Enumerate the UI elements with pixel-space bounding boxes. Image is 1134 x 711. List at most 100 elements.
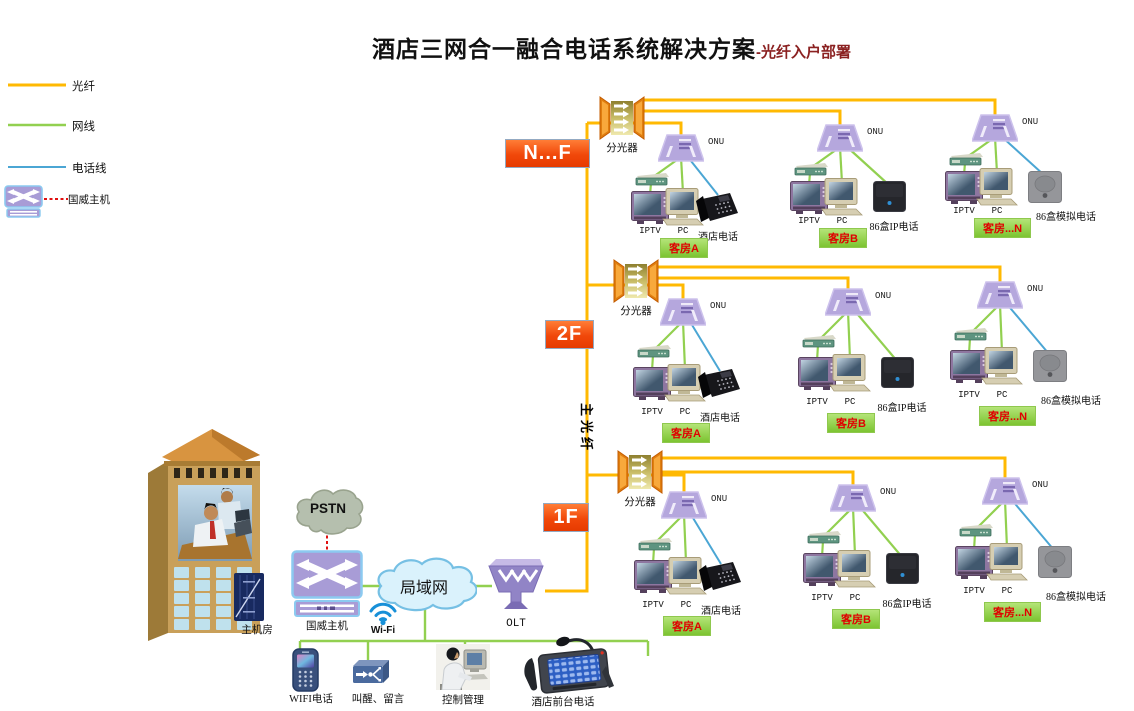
onu-icon [660, 298, 706, 326]
onu-label: ONU [708, 137, 725, 147]
onu-label: ONU [867, 127, 884, 137]
room-label: 客房B [827, 413, 875, 433]
title-subtitle: -光纤入户部署 [756, 44, 851, 61]
legend-fiber-line [8, 83, 66, 87]
legend-fiber-label: 光纤 [72, 81, 95, 93]
onu-icon [825, 288, 871, 316]
onu-icon [830, 484, 876, 512]
pc-label: PC [996, 390, 1008, 400]
pc-label: PC [679, 407, 691, 417]
iptv-icon [950, 350, 988, 383]
switch-icon [807, 531, 841, 544]
building-icon [148, 429, 264, 641]
pc-label: PC [991, 206, 1003, 216]
iptv-label: IPTV [639, 226, 661, 236]
phone-label: 酒店电话 [700, 413, 740, 424]
splitter-label: 分光器 [606, 143, 638, 154]
legend-host-icon [4, 185, 43, 218]
onu-icon [982, 477, 1028, 505]
phone-label: 86盒IP电话 [869, 222, 919, 233]
pc-icon [834, 550, 876, 588]
room-label: 客房...N [974, 218, 1032, 238]
pc-label: PC [836, 216, 848, 226]
front-desk-phone-icon [524, 636, 614, 694]
room-label: 客房B [832, 609, 880, 629]
onu-icon [977, 281, 1023, 309]
pc-icon [976, 168, 1018, 206]
pc-icon [829, 354, 871, 392]
room-group-1F-客房A: ONU [599, 490, 799, 640]
control-management-icon [436, 644, 490, 690]
ip-phone-86-icon [886, 553, 919, 584]
room-group-1F-客房...N: ONU [920, 476, 1120, 626]
onu-label: ONU [1027, 284, 1044, 294]
pc-icon [662, 188, 704, 226]
olt-label: OLT [506, 618, 526, 630]
phone-label: 86盒模拟电话 [1041, 396, 1101, 407]
switch-icon [959, 524, 993, 537]
legend-phone-line [8, 166, 66, 168]
phone-label: 酒店电话 [701, 606, 741, 617]
front-desk-phone-label: 酒店前台电话 [531, 697, 595, 708]
iptv-icon [798, 357, 836, 390]
wifi-label: Wi-Fi [370, 625, 396, 636]
switch-icon [635, 173, 669, 186]
room-group-1F-客房B: ONU [768, 483, 968, 633]
pstn-label: PSTN [309, 501, 346, 516]
pc-label: PC [849, 593, 861, 603]
phone-label: 86盒IP电话 [877, 403, 927, 414]
iptv-label: IPTV [953, 206, 975, 216]
analog-phone-86-icon [1028, 171, 1062, 203]
pc-icon [821, 178, 863, 216]
splitter-label: 分光器 [620, 306, 652, 317]
iptv-icon [633, 367, 671, 400]
iptv-icon [634, 560, 672, 593]
optical-splitter: 分光器 [599, 95, 659, 155]
room-group-2F-客房A: ONU [598, 297, 798, 447]
splitter-label: 分光器 [624, 497, 656, 508]
room-group-N...F-客房B: ONU [755, 123, 955, 273]
onu-icon [661, 491, 707, 519]
pc-label: PC [1001, 586, 1013, 596]
iptv-label: IPTV [806, 397, 828, 407]
pstn-cloud-icon [296, 489, 364, 535]
floor-tag-2f: 2F [545, 320, 594, 349]
splitter-icon [599, 96, 645, 140]
room-label: 客房A [660, 238, 708, 258]
iptv-icon [945, 171, 983, 204]
iptv-label: IPTV [958, 390, 980, 400]
wake-message-icon [353, 660, 389, 683]
room-group-2F-客房...N: ONU [915, 280, 1115, 430]
legend-host-label: 国威主机 [68, 194, 110, 206]
wifi-phone-label: WIFI电话 [289, 694, 333, 705]
phone-label: 酒店电话 [698, 232, 738, 243]
switch-icon [949, 153, 983, 166]
onu-label: ONU [880, 487, 897, 497]
switch-icon [954, 328, 988, 341]
hotel-phone-icon [696, 193, 738, 222]
pc-icon [981, 347, 1023, 385]
wifi-phone-icon [292, 648, 319, 692]
onu-label: ONU [711, 494, 728, 504]
pc-label: PC [677, 226, 689, 236]
guowei-host-icon [291, 550, 363, 617]
optical-splitter: 分光器 [613, 258, 673, 318]
optical-splitter: 分光器 [617, 449, 677, 509]
wake-message-label: 叫醒、留言 [351, 694, 405, 705]
pc-label: PC [680, 600, 692, 610]
iptv-label: IPTV [642, 600, 664, 610]
legend-lan-label: 网线 [72, 121, 95, 133]
lan-cloud-icon [377, 557, 477, 612]
onu-icon [817, 124, 863, 152]
phone-label: 86盒IP电话 [882, 599, 932, 610]
control-management-label: 控制管理 [442, 695, 484, 706]
ip-phone-86-icon [881, 357, 914, 388]
floor-tag-nf: N...F [505, 139, 590, 168]
iptv-label: IPTV [641, 407, 663, 417]
switch-icon [794, 163, 828, 176]
room-group-N...F-客房A: ONU [596, 133, 796, 283]
floor-tag-1f: 1F [543, 503, 589, 532]
iptv-label: IPTV [963, 586, 985, 596]
lan-cloud-label: 局域网 [399, 580, 448, 597]
